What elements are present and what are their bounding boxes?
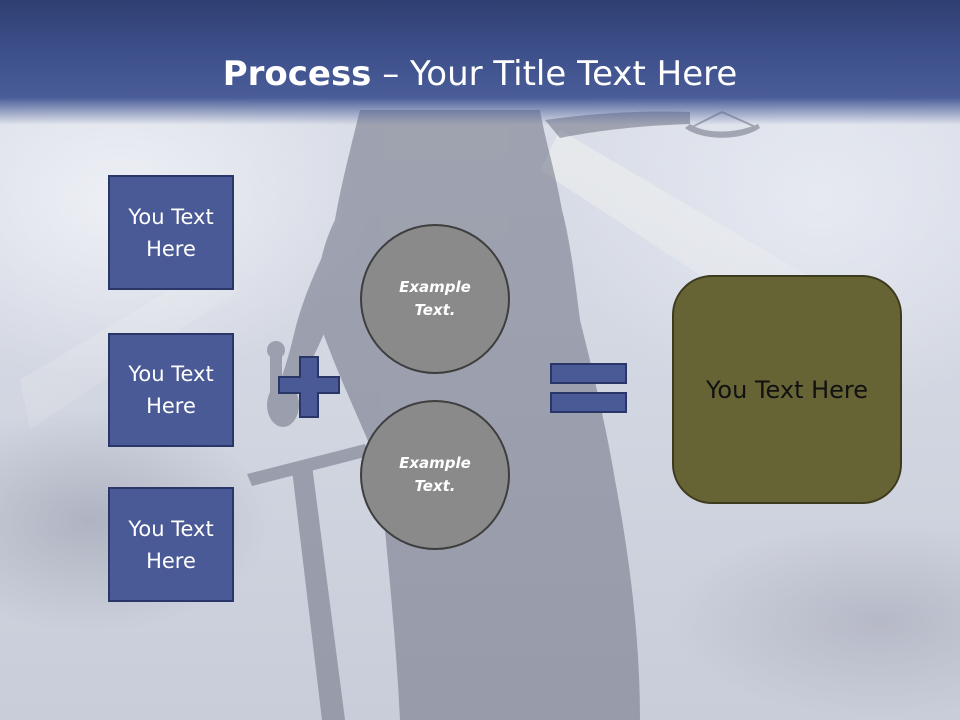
equals-icon-top-bar <box>550 363 627 384</box>
input-box-2-text: You Text Here <box>128 362 214 418</box>
input-box-1: You Text Here <box>108 175 234 290</box>
plus-icon-joint <box>280 378 338 392</box>
title-rest-part: – Your Title Text Here <box>371 54 738 94</box>
input-box-1-text: You Text Here <box>128 204 214 261</box>
title-bold-part: Process <box>222 54 372 94</box>
input-box-3-text: You Text Here <box>128 516 214 573</box>
equals-icon-bottom-bar <box>550 392 627 413</box>
title-band <box>0 0 960 125</box>
example-circle-1-text: Example Text. <box>399 278 471 319</box>
slide-title: Process – Your Title Text Here <box>0 52 960 96</box>
example-circle-2-text: Example Text. <box>399 454 471 495</box>
example-circle-1: Example Text. <box>360 224 510 374</box>
result-box-text: You Text Here <box>705 375 869 404</box>
input-box-2: You Text Here <box>108 333 234 447</box>
input-box-3: You Text Here <box>108 487 234 602</box>
example-circle-2: Example Text. <box>360 400 510 550</box>
result-box: You Text Here <box>672 275 902 504</box>
